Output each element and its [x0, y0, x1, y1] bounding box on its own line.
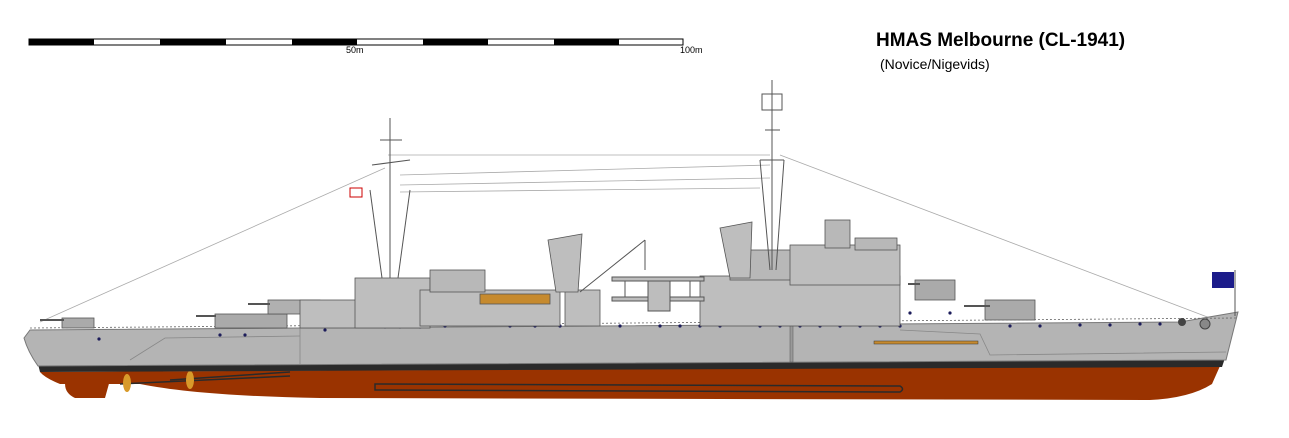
superstructure — [299, 219, 1036, 329]
aft-turret — [40, 299, 321, 329]
propeller-icon — [123, 371, 194, 392]
crane — [579, 239, 646, 293]
hull-plating-lines — [129, 328, 1227, 364]
main-hull — [23, 311, 1239, 367]
scale-label-100m: 100m — [680, 45, 703, 55]
boat-boom — [873, 340, 979, 345]
foremast — [369, 118, 411, 279]
scale-bar — [28, 38, 684, 46]
drawing-subtitle: (Novice/Nigevids) — [880, 56, 990, 72]
rudder — [65, 378, 110, 398]
hull-ladder — [789, 323, 794, 363]
mainmast — [759, 80, 785, 271]
jack-flag-icon — [1212, 272, 1234, 288]
white-ensign-icon — [349, 187, 363, 198]
seaplane — [611, 276, 705, 312]
underwater-hull — [40, 366, 1220, 400]
rigging-lines — [39, 154, 1211, 323]
anchor-icon — [1178, 318, 1211, 330]
funnels — [547, 221, 753, 293]
drawing-title: HMAS Melbourne (CL-1941) — [876, 30, 1126, 51]
scale-label-50m: 50m — [346, 45, 364, 55]
